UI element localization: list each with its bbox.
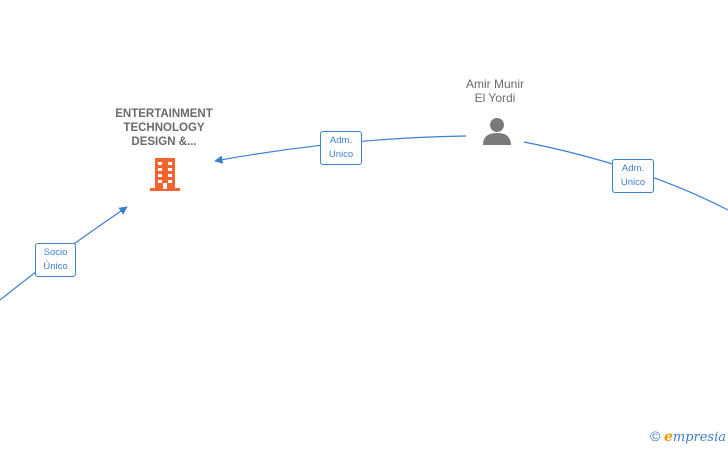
edge-label-line: Único — [43, 261, 68, 272]
company-name-label[interactable]: ENTERTAINMENT TECHNOLOGY DESIGN &... — [94, 107, 234, 149]
edge-label-line: Unico — [620, 177, 646, 188]
brand-initial: e — [663, 429, 673, 445]
edge-label-adm-unico[interactable]: Adm. Unico — [612, 159, 654, 193]
company-name-line: TECHNOLOGY — [123, 122, 205, 134]
edge-label-adm-unico[interactable]: Adm. Unico — [320, 131, 362, 165]
person-icon[interactable] — [482, 116, 512, 151]
company-name-line: DESIGN &... — [131, 136, 197, 148]
company-name-line: ENTERTAINMENT — [115, 108, 213, 120]
edge-label-socio-unico[interactable]: Socio Único — [35, 243, 76, 277]
person-name-line: El Yordi — [474, 91, 516, 105]
edge-label-line: Adm. — [621, 163, 645, 174]
empresia-watermark: © empresia — [650, 428, 726, 445]
building-icon[interactable] — [149, 157, 181, 198]
copyright-icon: © — [650, 428, 661, 444]
person-name-line: Amir Munir — [465, 77, 524, 91]
brand-name: mpresia — [672, 430, 727, 445]
edge-label-line: Adm. — [329, 135, 353, 146]
edge-label-line: Socio — [43, 247, 68, 258]
edge-label-line: Unico — [328, 149, 354, 160]
person-name-label[interactable]: Amir Munir El Yordi — [440, 77, 550, 105]
